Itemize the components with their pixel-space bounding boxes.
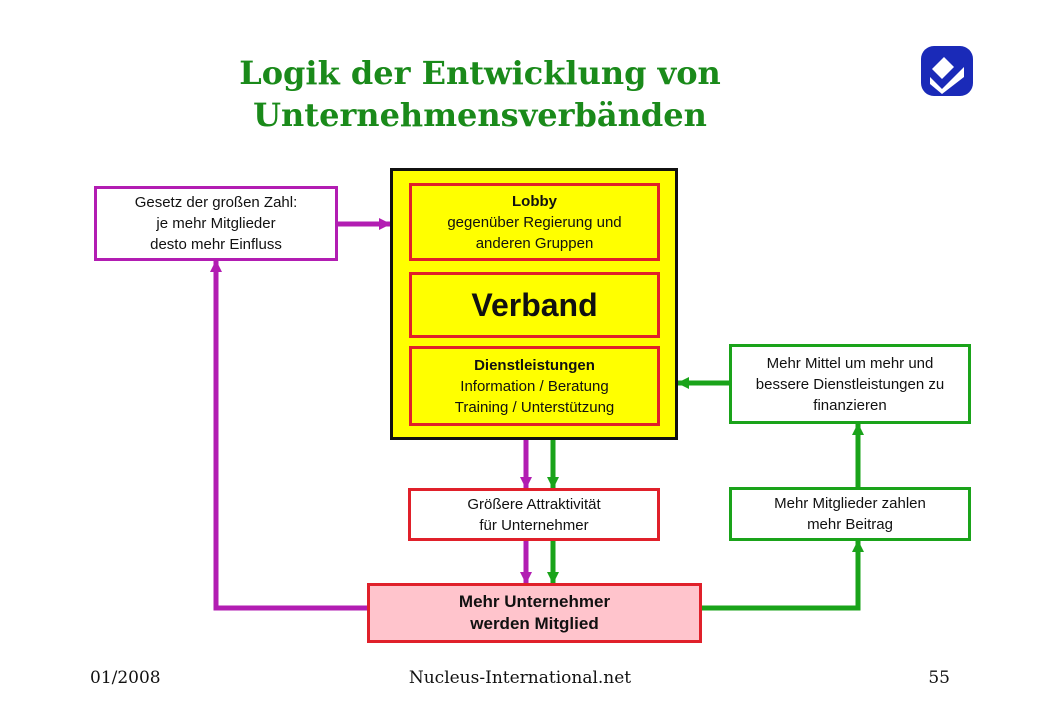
nucleus-logo-icon: [921, 46, 973, 96]
footer-page: 55: [928, 668, 950, 688]
node-beitrag-line-2: mehr Beitrag: [807, 516, 893, 533]
footer-site: Nucleus-International.net: [408, 668, 632, 688]
node-attraktiv: Größere Attraktivität für Unternehmer: [408, 488, 660, 541]
verband-container: Lobby gegenüber Regierung und anderen Gr…: [390, 168, 678, 440]
node-lobby-line-2: anderen Gruppen: [475, 234, 594, 252]
node-mitglied: Mehr Unternehmer werden Mitglied: [367, 583, 702, 643]
node-dienst-heading: Dienstleistungen: [474, 356, 595, 374]
node-mittel-line-3: finanzieren: [813, 396, 887, 414]
node-verband: Verband: [409, 272, 660, 338]
node-mitglied-line-2: werden Mitglied: [470, 614, 599, 633]
node-gesetz: Gesetz der großen Zahl: je mehr Mitglied…: [94, 186, 338, 261]
title-line-2: Unternehmensverbänden: [253, 96, 707, 134]
node-dienst-line-1: Information / Beratung: [460, 377, 609, 395]
node-mittel-line-1: Mehr Mittel um mehr und: [766, 354, 934, 372]
page-title: Logik der Entwicklung von Unternehmensve…: [140, 52, 820, 136]
node-gesetz-line-2: je mehr Mitglieder: [156, 215, 276, 232]
node-attraktiv-line-1: Größere Attraktivität: [467, 495, 601, 513]
node-lobby-heading: Lobby: [512, 192, 557, 210]
node-dienst-line-2: Training / Unterstützung: [454, 398, 615, 416]
node-mitglied-line-1: Mehr Unternehmer: [458, 592, 611, 611]
node-mittel: Mehr Mittel um mehr und bessere Dienstle…: [729, 344, 971, 424]
node-lobby-line-1: gegenüber Regierung und: [447, 213, 622, 231]
node-verband-label: Verband: [471, 287, 598, 323]
node-beitrag: Mehr Mitglieder zahlen mehr Beitrag: [729, 487, 971, 541]
footer-date: 01/2008: [90, 668, 161, 688]
node-dienst: Dienstleistungen Information / Beratung …: [409, 346, 660, 426]
arrow-mitglied-to-beitrag: [702, 540, 864, 611]
node-lobby: Lobby gegenüber Regierung und anderen Gr…: [409, 183, 660, 261]
node-mittel-line-2: bessere Dienstleistungen zu: [755, 375, 945, 393]
node-gesetz-line-1: Gesetz der großen Zahl:: [134, 194, 298, 211]
title-line-1: Logik der Entwicklung von: [239, 54, 721, 92]
arrow-mitglied-to-gesetz: [210, 260, 367, 611]
node-beitrag-line-1: Mehr Mitglieder zahlen: [774, 495, 926, 512]
node-gesetz-line-3: desto mehr Einfluss: [150, 236, 282, 253]
node-attraktiv-line-2: für Unternehmer: [479, 516, 589, 534]
